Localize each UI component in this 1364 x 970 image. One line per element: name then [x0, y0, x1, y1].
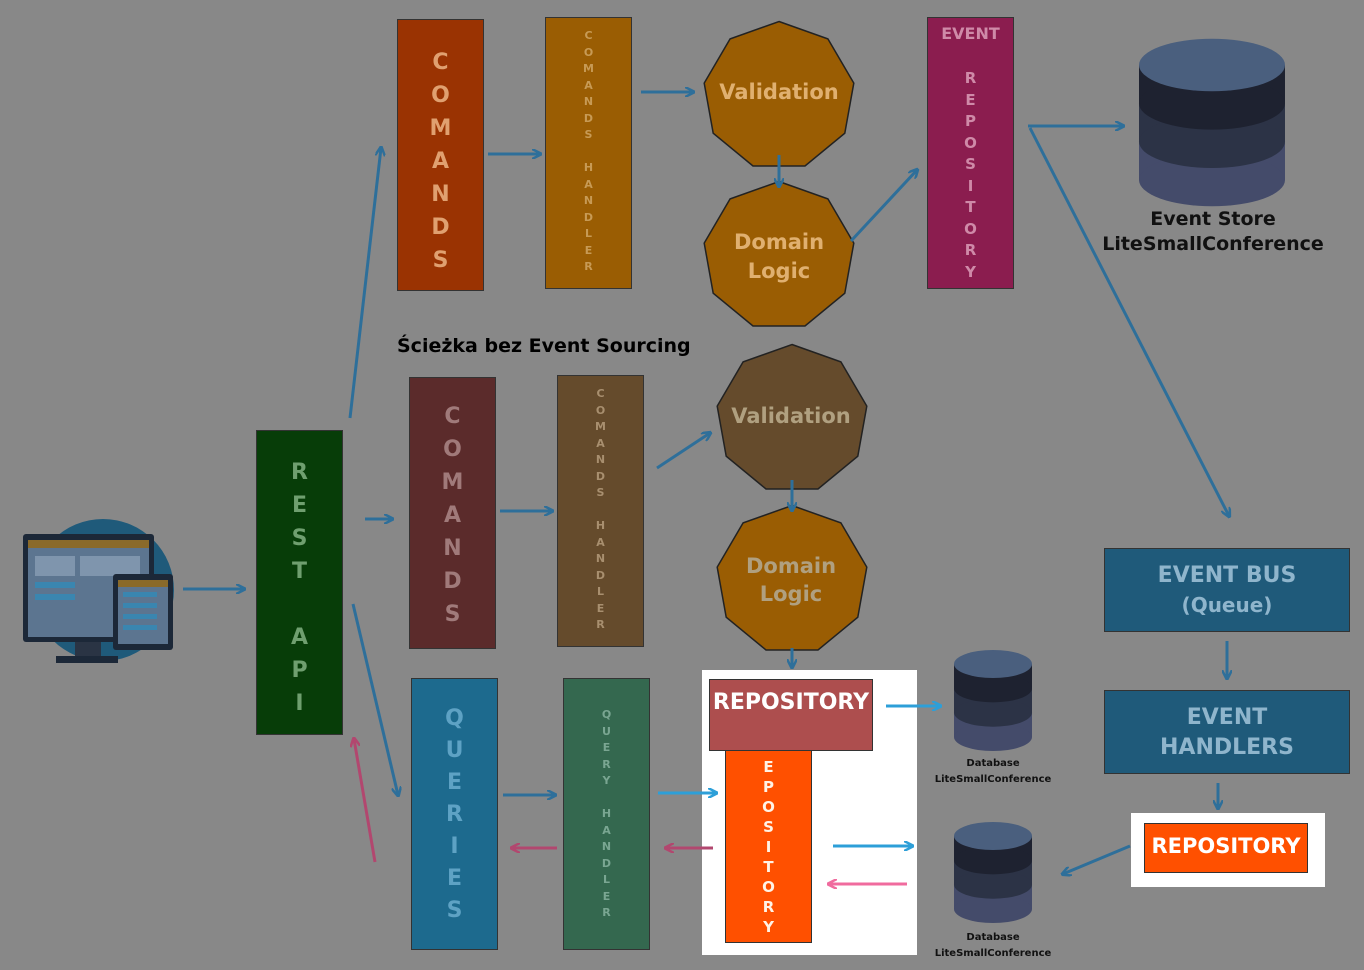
arrow-event-repo-to-bus — [1028, 127, 1229, 516]
database-icon-1 — [954, 649, 1032, 752]
repository-box-queries: REPOSITORY — [709, 679, 873, 751]
database-caption-2a: Database — [966, 932, 1020, 943]
rest-api-label: R E S T A P I — [290, 460, 309, 716]
arrow-rest-to-commands-top — [348, 148, 381, 419]
event-store-caption-1: Event Store — [1150, 208, 1276, 230]
database-caption-2b: LiteSmallConference — [934, 948, 1052, 959]
validation-label-middle: Validation — [731, 404, 851, 428]
repository-label-event: REPOSITORY — [1151, 834, 1301, 858]
event-handlers-box: EVENT HANDLERS — [1104, 690, 1350, 774]
queries-label: Q U E R I E S — [445, 706, 464, 923]
commands-box-middle: C O M A N D S — [409, 377, 496, 649]
domain-logic-label-top-1: Domain — [733, 230, 825, 254]
queries-box: Q U E R I E S — [411, 678, 498, 950]
query-handler-box: Q U E R Y H A N D L E R — [563, 678, 650, 950]
event-store-database-icon — [1139, 38, 1285, 207]
arrow-repository-to-database-3 — [1063, 844, 1131, 874]
repository-vertical-box: E P O S I T O R Y — [725, 748, 812, 943]
domain-logic-label-middle-1: Domain — [745, 554, 837, 578]
rest-api-box: R E S T A P I — [256, 430, 343, 735]
arrow-queries-to-rest — [354, 739, 377, 863]
event-repository-box: EVENT R E P O S I T O R Y — [927, 17, 1014, 289]
event-bus-label-1: EVENT BUS — [1157, 563, 1297, 588]
event-repository-label: R E P O S I T O R Y — [964, 69, 977, 281]
query-handler-label: Q U E R Y H A N D L E R — [601, 708, 612, 919]
commands-handler-label-middle: C O M A N D S H A N D L E R — [595, 387, 606, 631]
event-store-caption-2: LiteSmallConference — [1102, 233, 1324, 255]
commands-handler-box-middle: C O M A N D S H A N D L E R — [557, 375, 644, 647]
event-bus-box: EVENT BUS (Queue) — [1104, 548, 1350, 632]
database-icon-2 — [954, 821, 1032, 924]
database-caption-1a: Database — [966, 758, 1020, 769]
database-caption-1b: LiteSmallConference — [934, 774, 1052, 785]
repository-vertical-label: E P O S I T O R Y — [762, 758, 775, 936]
event-bus-label-2: (Queue) — [1181, 593, 1273, 617]
commands-handler-box-top: C O M A N D S H A N D L E R — [545, 17, 632, 289]
commands-box-top: C O M A N D S — [397, 19, 484, 291]
event-repository-title: EVENT — [941, 24, 1000, 43]
devices-icon — [23, 519, 174, 663]
repository-label-queries: REPOSITORY — [712, 690, 870, 715]
event-handlers-label-2: HANDLERS — [1160, 735, 1294, 760]
arrow-domain-to-event-repo — [849, 170, 917, 243]
repository-box-event: REPOSITORY — [1144, 823, 1308, 873]
domain-logic-label-middle-2: Logic — [759, 582, 823, 606]
commands-handler-label-top: C O M A N D S H A N D L E R — [583, 29, 594, 273]
event-handlers-label-1: EVENT — [1186, 705, 1268, 730]
arrow-rest-to-queries — [351, 603, 398, 795]
middle-path-title: Ścieżka bez Event Sourcing — [397, 335, 691, 357]
validation-label-top: Validation — [719, 80, 839, 104]
arrow-handler-to-validation-middle — [656, 433, 710, 470]
domain-logic-label-top-2: Logic — [747, 259, 811, 283]
commands-label-middle: C O M A N D S — [441, 404, 464, 627]
commands-label-top: C O M A N D S — [429, 50, 452, 273]
domain-logic-shape-top — [703, 180, 855, 327]
